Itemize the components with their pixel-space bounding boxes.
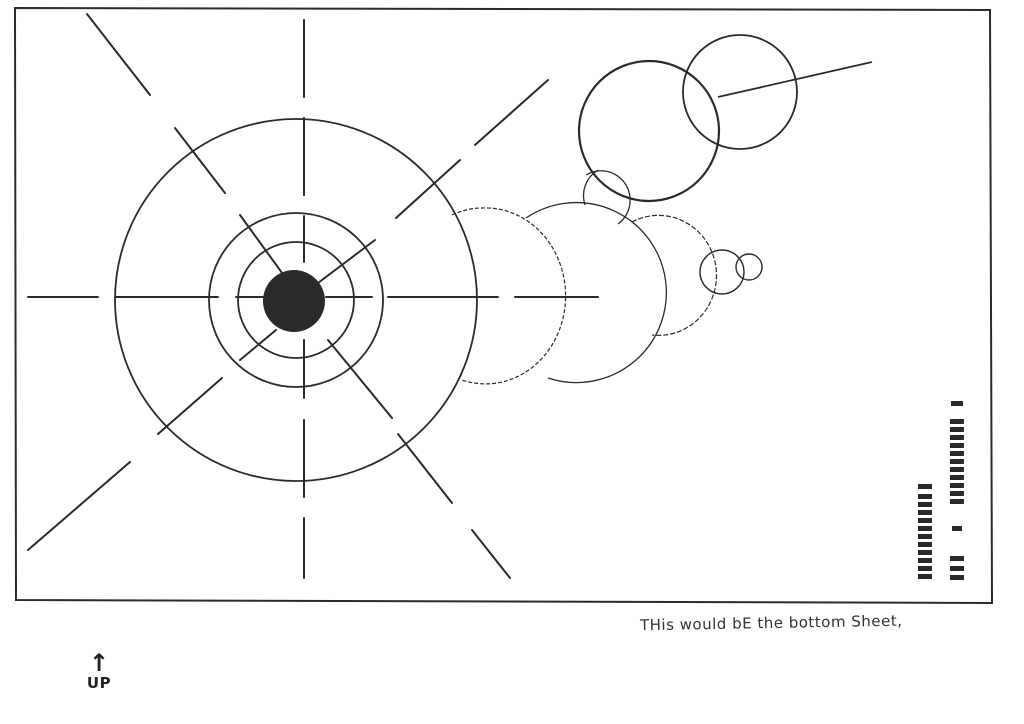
bubble-chain [451,34,873,385]
middle-ring [208,212,384,388]
sheet-frame [13,6,994,605]
target-rings [114,118,478,482]
inner-ring [237,241,355,359]
up-label: UP [86,674,112,692]
outer-ring [114,118,478,482]
center-disc [263,270,325,332]
orientation-marker: ↑ UP [82,649,116,692]
radiating-lines [27,13,599,579]
tick-bars [918,401,964,580]
up-arrow-icon: ↑ [88,649,110,677]
